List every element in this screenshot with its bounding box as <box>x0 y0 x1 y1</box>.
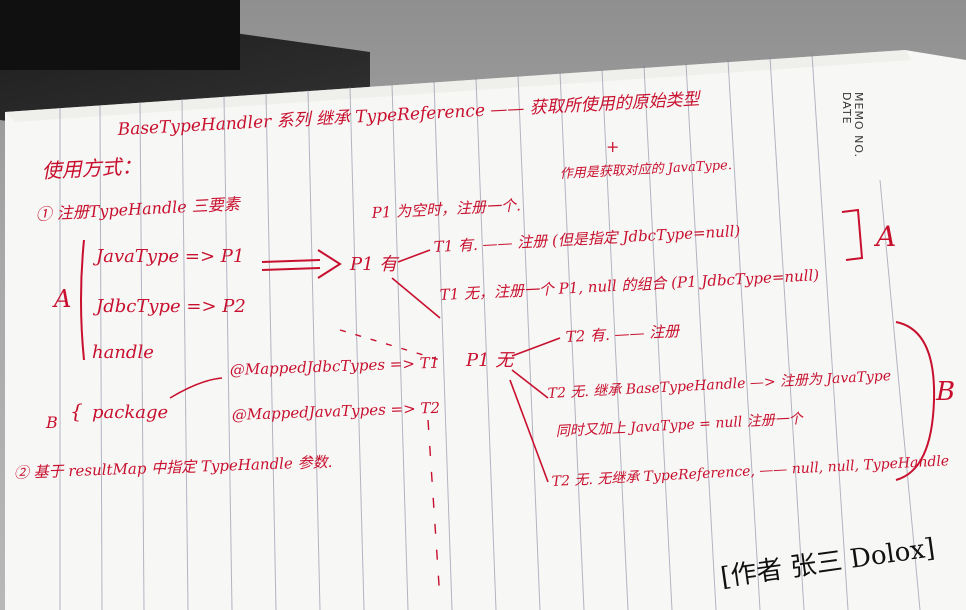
p1-none-connector <box>339 329 441 361</box>
p1-has-connector <box>397 249 431 263</box>
bracket-a-label: A <box>873 220 896 253</box>
b-brace: { <box>70 399 83 423</box>
package-connector <box>169 377 223 399</box>
t1-none-connector <box>391 277 441 319</box>
memo-date-label: DATE <box>840 92 853 125</box>
dashed-divider <box>427 419 441 601</box>
ruled-lines <box>59 53 921 610</box>
group-a-brace <box>80 239 85 361</box>
p1-none-node: P1 无 <box>465 350 515 371</box>
implies-arrow-shaft <box>261 259 321 271</box>
t2-has-connector <box>511 337 561 357</box>
a-item-javatype: JavaType => P1 <box>92 246 244 267</box>
a-item-jdbctype: JdbcType => P2 <box>92 296 246 317</box>
paper-edge <box>5 50 912 122</box>
a-item-handle: handle <box>92 342 154 363</box>
memo-header: MEMO NO. DATE <box>840 92 865 158</box>
group-b-label: B <box>45 413 58 432</box>
t2-none-connector <box>511 369 549 399</box>
usage-label: 使用方式： <box>41 154 142 183</box>
memo-no-label: MEMO NO. <box>852 92 865 158</box>
b-item-package: package <box>92 402 168 423</box>
p1-has-node: P1 有 <box>349 254 400 275</box>
group-a-label: A <box>52 285 71 313</box>
bracket-b <box>895 321 936 481</box>
arrow-plus-mark: + <box>606 137 619 156</box>
implies-arrow-head <box>317 249 342 279</box>
bracket-a <box>841 208 864 261</box>
desk-object <box>0 0 240 70</box>
bracket-b-label: B <box>935 377 955 407</box>
t2-none-connector-2 <box>509 379 549 483</box>
